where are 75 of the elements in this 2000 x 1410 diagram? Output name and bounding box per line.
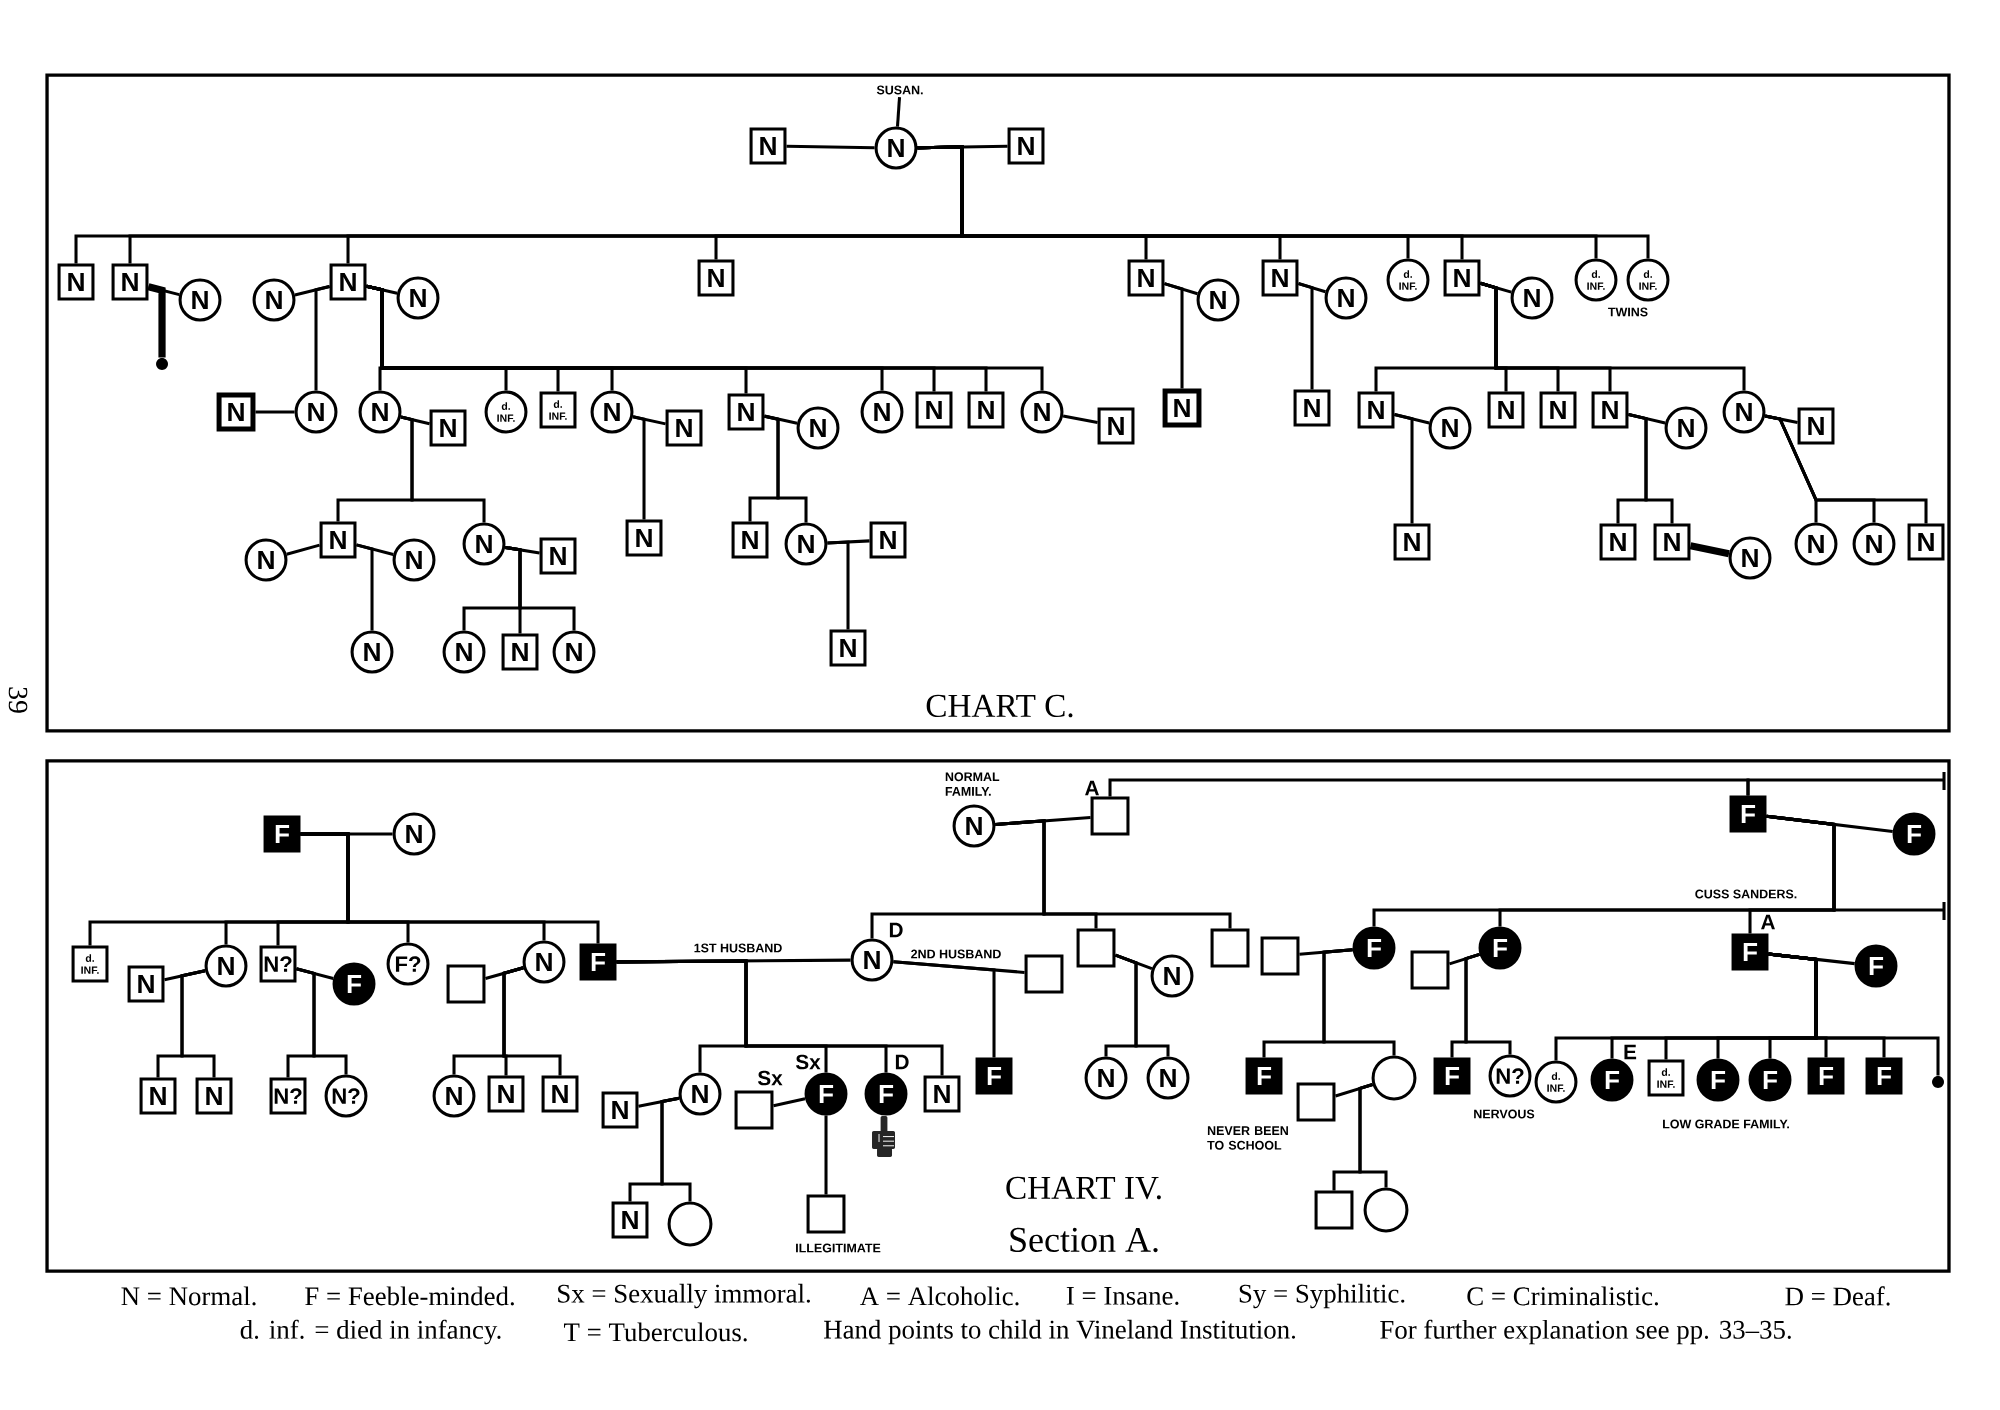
square-symbol: [1410, 950, 1450, 990]
descent-line: [296, 967, 348, 1075]
annotation-letter: D: [895, 1054, 909, 1070]
descent-line: [502, 966, 562, 1076]
couple-line: [1689, 542, 1730, 558]
key-text: For further explanation see pp. 33–35.: [1380, 1319, 1791, 1345]
key-text: D = Deaf.: [1785, 1286, 1890, 1306]
annotation-letter: A: [1761, 914, 1775, 930]
descent-line: [824, 1115, 828, 1195]
leader-line: [895, 97, 902, 127]
descent-line: [1768, 952, 1940, 1076]
page-number: 39: [8, 687, 28, 713]
sibship-line: [1746, 770, 1946, 798]
descent-line: [1480, 281, 1746, 391]
sibship-line: [1108, 778, 1750, 797]
square-symbol: [806, 1194, 846, 1234]
couple-line: [1299, 948, 1353, 956]
key-text: I = Insane.: [1066, 1287, 1179, 1305]
descent-line: [1358, 1083, 1388, 1188]
couple-line: [286, 543, 320, 556]
key-text: Sy = Syphilitic.: [1239, 1283, 1405, 1309]
descent-line: [660, 1096, 692, 1202]
square-symbol: [1260, 936, 1300, 976]
descent-line: [1322, 948, 1396, 1056]
descent-line: [356, 543, 374, 631]
descent-line: [300, 832, 600, 944]
couple-line: [255, 410, 295, 414]
descent-line: [632, 415, 646, 520]
annotation-letter: Sx: [757, 1070, 783, 1086]
descent-line: [827, 540, 850, 630]
descent-line: [1394, 413, 1414, 524]
descent-line: [314, 285, 330, 391]
descent-line: [893, 960, 996, 1058]
descent-line: [995, 819, 1232, 929]
annotation-letter: E: [1624, 1044, 1637, 1060]
annotation-letter: D: [889, 922, 903, 938]
annotation-letter: A: [1085, 780, 1099, 796]
couple-line: [1062, 414, 1098, 424]
square-symbol: [1024, 954, 1064, 994]
key-text: Hand points to child in Vineland Institution.: [824, 1319, 1296, 1345]
descent-line: [616, 959, 944, 1076]
descent-line: [1464, 952, 1512, 1055]
circle-symbol: [1363, 1187, 1409, 1233]
square-symbol: [734, 1090, 774, 1130]
square-symbol: [1076, 928, 1116, 968]
circle-symbol: [1371, 1055, 1417, 1101]
descent-line: [1764, 414, 1928, 524]
descent-line: [180, 969, 216, 1078]
key-text: A = Alcoholic.: [860, 1286, 1019, 1306]
key-text: C = Criminalistic.: [1467, 1286, 1658, 1306]
key-text: N = Normal.: [121, 1286, 256, 1306]
couple-line: [400, 415, 430, 426]
annotation-letter: Sx: [795, 1054, 821, 1070]
descent-line: [1164, 282, 1184, 389]
square-symbol: [1210, 928, 1250, 968]
key-text: Sx = Sexually immoral.: [558, 1283, 810, 1309]
descent-line: [1764, 814, 1946, 922]
couple-line: [773, 1097, 806, 1108]
key-text: F = Feeble-minded.: [305, 1286, 514, 1306]
square-symbol: [1314, 1190, 1354, 1230]
key-text: d. inf. = died in infancy.: [240, 1319, 501, 1345]
descent-line: [764, 414, 808, 523]
couple-line: [786, 144, 875, 150]
descent-line: [504, 545, 576, 631]
descent-line: [1298, 282, 1314, 390]
square-symbol: [1296, 1082, 1336, 1122]
key-text: T = Tuberculous.: [564, 1322, 747, 1342]
descent-line: [400, 415, 486, 523]
circle-symbol: [667, 1201, 713, 1247]
descent-line: [1114, 953, 1170, 1057]
descent-line: [147, 283, 166, 358]
square-symbol: [1090, 796, 1130, 836]
descent-line: [1628, 412, 1674, 524]
couple-line: [164, 969, 206, 982]
square-symbol: [446, 964, 486, 1004]
